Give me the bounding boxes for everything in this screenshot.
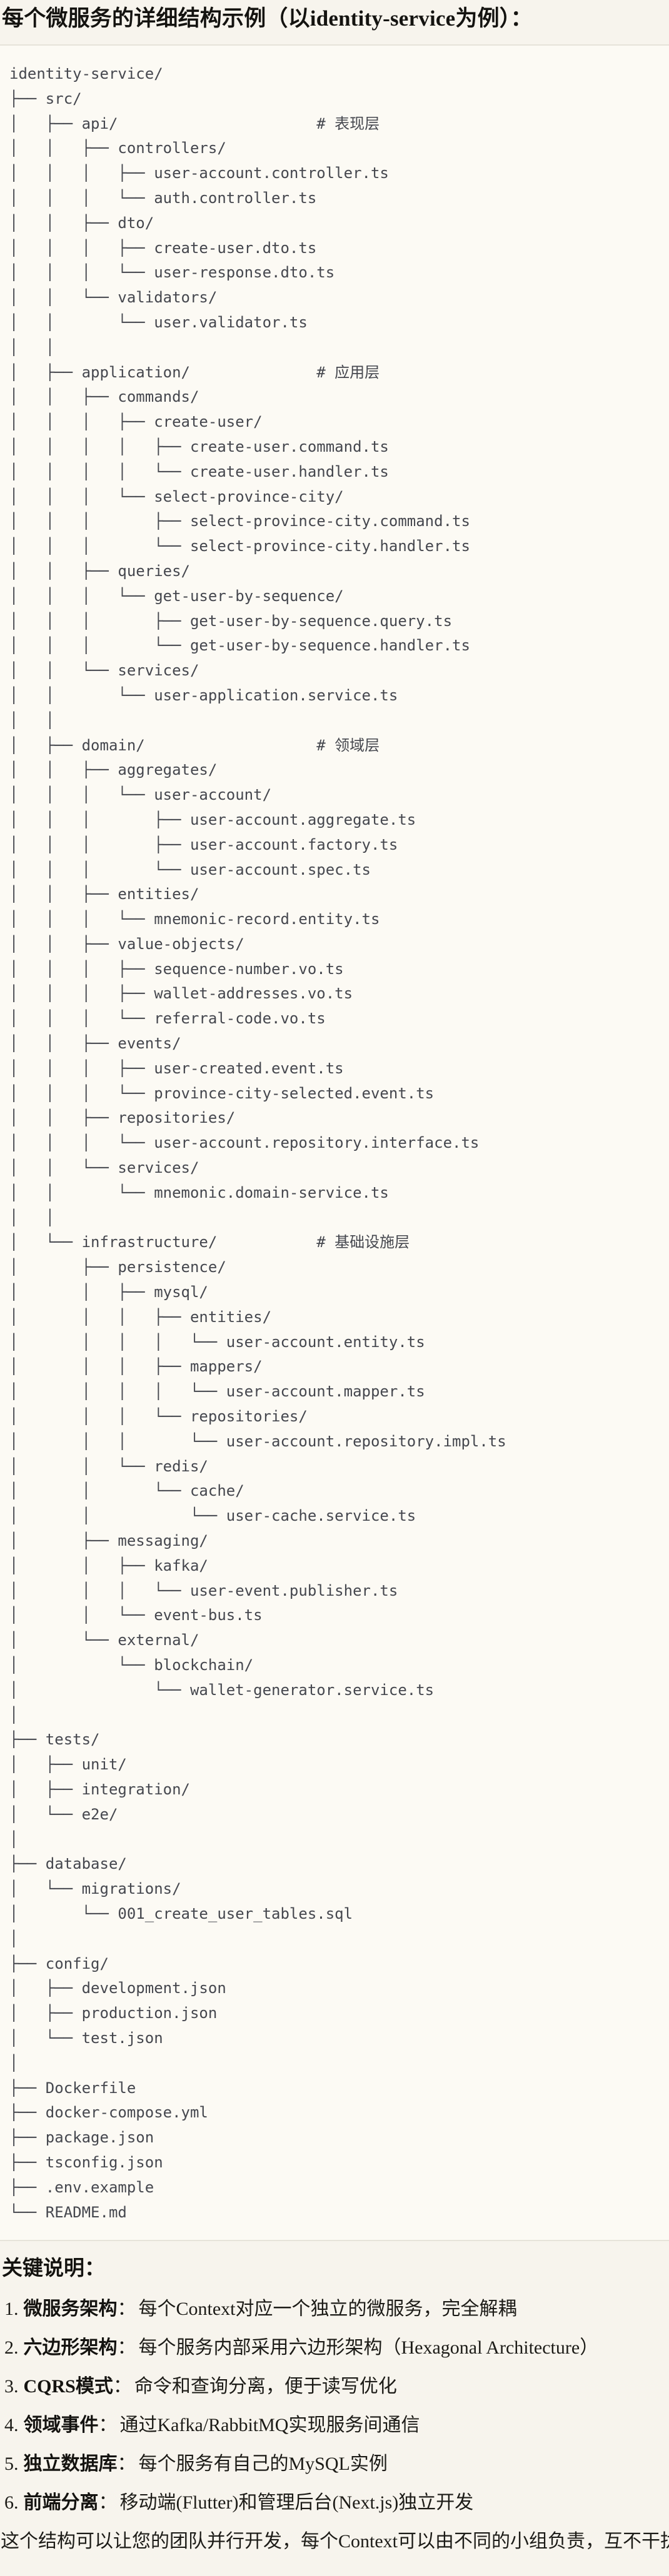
note-colon: ： xyxy=(113,2376,132,2397)
notes-heading: 关键说明： xyxy=(2,2257,105,2280)
note-number: 6. xyxy=(4,2492,19,2514)
note-item-independent-db: 5.独立数据库：每个服务有自己的MySQL实例 xyxy=(4,2452,669,2476)
document: 每个微服务的详细结构示例（以identity-service为例）： ident… xyxy=(0,4,669,2554)
note-colon: ： xyxy=(117,2454,136,2475)
file-tree-code-block: identity-service/ ├── src/ │ ├── api/ # … xyxy=(0,44,669,2242)
note-term: 六边形架构 xyxy=(23,2337,118,2359)
note-number: 5. xyxy=(4,2454,19,2475)
note-desc: 每个服务内部采用六边形架构（Hexagonal Architecture） xyxy=(138,2337,599,2359)
note-item-hexagonal: 2.六边形架构：每个服务内部采用六边形架构（Hexagonal Architec… xyxy=(4,2336,669,2360)
footer-paragraph: 这个结构可以让您的团队并行开发，每个Context可以由不同的小组负责，互不干扰… xyxy=(1,2531,669,2552)
note-desc: 移动端(Flutter)和管理后台(Next.js)独立开发 xyxy=(119,2492,474,2514)
note-colon: ： xyxy=(98,2492,118,2514)
note-term: 前端分离 xyxy=(23,2492,99,2514)
note-item-cqrs: 3.CQRS模式：命令和查询分离，便于读写优化 xyxy=(4,2375,669,2399)
page-title: 每个微服务的详细结构示例（以identity-service为例）： xyxy=(2,6,533,31)
note-desc: 每个服务有自己的MySQL实例 xyxy=(138,2454,388,2475)
note-item-domain-events: 4.领域事件：通过Kafka/RabbitMQ实现服务间通信 xyxy=(4,2414,669,2437)
note-item-microservice: 1.微服务架构：每个Context对应一个独立的微服务，完全解耦 xyxy=(4,2297,669,2321)
note-desc: 通过Kafka/RabbitMQ实现服务间通信 xyxy=(119,2415,420,2436)
note-number: 3. xyxy=(4,2376,19,2397)
note-term: 微服务架构 xyxy=(23,2299,118,2320)
note-term: 领域事件 xyxy=(23,2415,99,2436)
note-term: 独立数据库 xyxy=(23,2454,118,2475)
note-colon: ： xyxy=(98,2415,118,2436)
note-desc: 命令和查询分离，便于读写优化 xyxy=(134,2376,397,2397)
note-colon: ： xyxy=(117,2299,136,2320)
note-number: 2. xyxy=(4,2337,19,2359)
note-number: 4. xyxy=(4,2415,19,2436)
note-number: 1. xyxy=(4,2299,19,2320)
note-desc: 每个Context对应一个独立的微服务，完全解耦 xyxy=(138,2299,517,2320)
note-colon: ： xyxy=(117,2337,136,2359)
note-item-frontend-separation: 6.前端分离：移动端(Flutter)和管理后台(Next.js)独立开发 xyxy=(4,2491,669,2515)
note-term: CQRS模式 xyxy=(23,2376,113,2397)
